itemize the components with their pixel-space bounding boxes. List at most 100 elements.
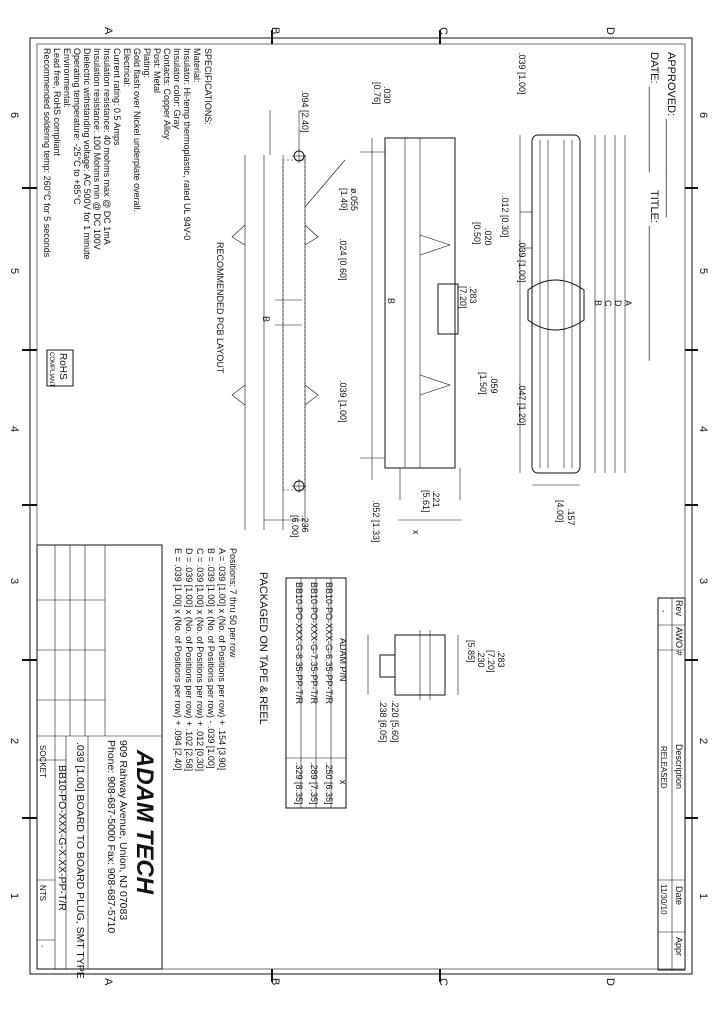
top-dim-020: .020 xyxy=(483,228,493,246)
inner-border xyxy=(36,43,686,970)
zone-letter-c-bottom: C xyxy=(437,978,449,986)
pn-table-row: BB10-PO-XXX-G-8.35-PP-T/R xyxy=(294,582,304,705)
top-dim-283: .283 xyxy=(468,286,478,304)
positions-heading: Positions: 7 thru 50 per row xyxy=(228,548,238,658)
zone-number-1-left: 1 xyxy=(8,893,20,899)
front-dim-157: .157 xyxy=(566,508,576,526)
top-dim-020-mm: [0.50] xyxy=(472,222,482,245)
spec-line: Insulation resistance: 40 mohms max @ DC… xyxy=(102,48,112,245)
top-dim-030-mm: [0.76] xyxy=(372,82,382,105)
pcb-dim-236: .236 xyxy=(300,515,310,533)
positions-formula: C = .039 [1.00] x (No. of Positions per … xyxy=(195,548,205,771)
pcb-dim-055-mm: [1.40] xyxy=(339,188,349,211)
zone-letter-d-top: D xyxy=(604,27,616,35)
front-dim-b: B xyxy=(593,300,603,306)
zone-letter-b-bottom: B xyxy=(269,978,281,985)
spec-heading: SPECIFICATIONS: xyxy=(203,48,213,125)
zone-letter-c-top: C xyxy=(437,27,449,35)
side-view-drawing xyxy=(367,630,459,700)
pn-table-row-x: .329 [8.35] xyxy=(294,762,304,805)
zone-number-6-right: 6 xyxy=(697,112,709,118)
front-dim-157-mm: [4.00] xyxy=(555,500,565,523)
positions-formula: A = .039 [1.00] x (No. of Positions per … xyxy=(217,548,227,770)
spec-line: Post: Metal xyxy=(152,48,162,93)
zone-number-2-right: 2 xyxy=(697,738,709,744)
front-dim-047: .047 [1.20] xyxy=(517,383,527,426)
spec-line: Dielectric withstanding voltage: AC 500V… xyxy=(82,48,92,260)
pn-table-row-x: .250 [6.35] xyxy=(324,762,334,805)
top-dim-x: x xyxy=(411,530,421,535)
side-dim-238: .238 [6.05] xyxy=(378,700,388,743)
spec-line: Electrical: xyxy=(122,48,132,87)
spec-line: Gold flash over Nickel underplate overal… xyxy=(132,48,142,212)
spec-line: Operating temperature: -25°C to +85°C xyxy=(72,48,82,205)
side-dim-283-mm: [7.20] xyxy=(486,650,496,673)
spec-line: Material: xyxy=(192,48,202,83)
front-dim-012: .012 [0.30] xyxy=(500,195,510,238)
pcb-dim-236-mm: [6.00] xyxy=(290,515,300,538)
zone-number-4-right: 4 xyxy=(697,426,709,432)
zone-ticks xyxy=(22,30,698,982)
positions-formula: E = .039 [1.00] x (No. of Positions per … xyxy=(173,548,183,771)
spec-line: Plating: xyxy=(142,48,152,78)
rohs-text: RoHS xyxy=(57,353,68,380)
spec-line: Current rating: 0.5 Amps xyxy=(112,48,122,146)
side-dim-283: .283 xyxy=(496,650,506,668)
side-dim-230: .230 xyxy=(476,650,486,668)
zone-letter-b-top: B xyxy=(269,27,281,34)
positions-formula: D = .039 [1.00] x (No. of Positions per … xyxy=(184,548,194,771)
company-address: 909 Rahway Avenue, Union, NJ 07083 xyxy=(117,740,129,920)
pn-table-row: BB10-PO-XXX-G-7.35-PP-T/R xyxy=(309,582,319,705)
top-dim-221: .221 xyxy=(431,490,441,508)
zone-letter-a-bottom: A xyxy=(102,978,114,986)
top-dim-221-mm: [5.61] xyxy=(421,490,431,513)
top-dim-283-mm: [7.20] xyxy=(458,286,468,309)
spec-line: Insulator: Hi-temp thermoplastic, rated … xyxy=(182,48,192,240)
spec-line: Insulator color: Gray xyxy=(172,48,182,130)
pn-table-row-x: .289 [7.35] xyxy=(309,762,319,805)
pcb-dim-024: .024 [0.60] xyxy=(338,238,348,281)
drawing-file: SOCKET xyxy=(38,745,47,778)
company-phone: Phone: 908-687-5000 Fax: 908-687-5710 xyxy=(105,740,117,933)
drawing-scale: NTS xyxy=(38,885,47,901)
pcb-dim-039: .039 [1.00] xyxy=(338,380,348,423)
pcb-dim-094: .094 [2.40] xyxy=(300,90,310,133)
front-dim-a: A xyxy=(623,300,633,306)
spec-line: Insulation resistance: 100 Mohms min @ D… xyxy=(92,48,102,250)
drawing-description: .039 [1.00] BOARD TO BOARD PLUG, SMT TYP… xyxy=(74,742,86,979)
rohs-badge xyxy=(46,349,74,387)
pcb-dim-b: B xyxy=(261,316,271,322)
rev-header: Rev xyxy=(674,600,684,617)
packaging-note: PACKAGED ON TAPE & REEL xyxy=(257,572,269,725)
front-dim-d: D xyxy=(613,300,623,307)
positions-formula: B = .039 [1.00] x (No. of Positions per … xyxy=(206,548,216,768)
zone-number-5-right: 5 xyxy=(697,268,709,274)
pn-table-header-x: x xyxy=(338,780,348,785)
part-number-table xyxy=(285,577,347,809)
pn-table-header-pn: ADAM P/N xyxy=(338,638,348,682)
drawing-part-number: BB10-PO-XXX-G-X.XX-PP-T/R xyxy=(56,765,68,911)
zone-number-2-left: 2 xyxy=(8,738,20,744)
appr-header: Appr xyxy=(674,937,684,956)
date-header: Date xyxy=(674,886,684,905)
zone-number-3-left: 3 xyxy=(8,578,20,584)
pcb-layout-label: RECOMMENDED PCB LAYOUT xyxy=(215,242,225,374)
company-name: ADAM TECH xyxy=(131,749,158,895)
pcb-layout-drawing xyxy=(231,110,346,530)
front-dim-c: C xyxy=(603,300,613,307)
zone-number-6-left: 6 xyxy=(8,112,20,118)
zone-letter-a-top: A xyxy=(102,27,114,35)
pcb-dim-055: ø.055 xyxy=(349,188,359,211)
side-dim-220: .220 [5.60] xyxy=(390,700,400,743)
side-dim-230-mm: [5.85] xyxy=(466,640,476,663)
pn-table-row: BB10-PO-XXX-G-6.35-PP-T/R xyxy=(324,582,334,705)
date-line: DATE: ______________ xyxy=(648,52,660,173)
drawing-rev: - xyxy=(38,945,47,948)
zone-number-1-right: 1 xyxy=(697,893,709,899)
front-dim-039-pitch: .039 [1.00] xyxy=(517,240,527,283)
approved-line: APPROVED: ________________ xyxy=(665,52,677,218)
front-view-drawing xyxy=(519,134,626,486)
date-value: 11/30/10 xyxy=(659,884,668,915)
